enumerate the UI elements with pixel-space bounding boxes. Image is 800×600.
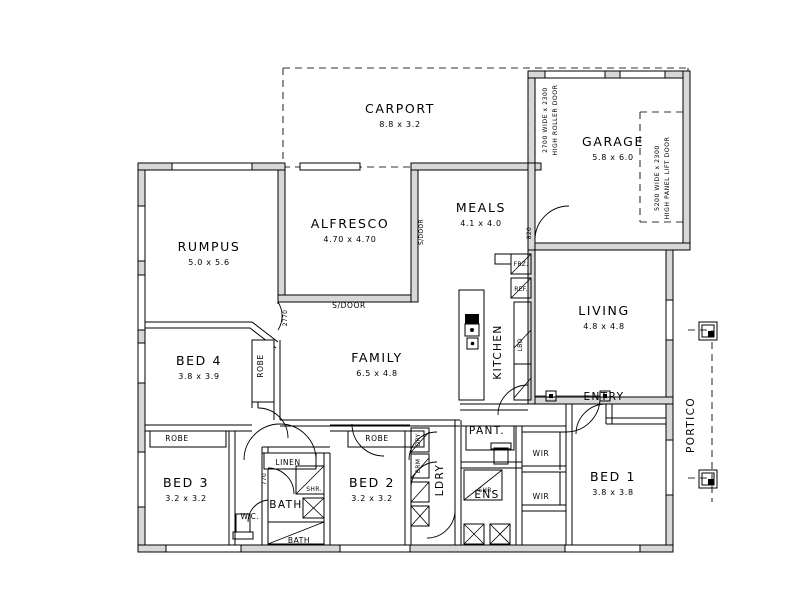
- portico-piers: [535, 321, 718, 489]
- room-label-carport: CARPORT: [365, 101, 435, 116]
- room-label-bed1: BED 1: [590, 469, 636, 484]
- room-dim-meals: 4.1 x 4.0: [460, 219, 502, 228]
- room-label-rumpus: RUMPUS: [178, 239, 241, 254]
- room-dim-rumpus: 5.0 x 5.6: [188, 258, 230, 267]
- room-label-meals: MEALS: [456, 200, 506, 215]
- room-label-garage: GARAGE: [582, 134, 644, 149]
- portico-outline: [688, 329, 713, 502]
- room-dim-bed4: 3.8 x 3.9: [178, 372, 220, 381]
- area-label-laundry: LDRY: [434, 464, 446, 497]
- room-dim-living: 4.8 x 4.8: [583, 322, 625, 331]
- annotation-panel-door-line2: HIGH PANEL LIFT DOOR: [664, 136, 671, 219]
- annotation-panel-door-line1: 5200 WIDE x 2300: [654, 145, 661, 211]
- label-robe-bed3: ROBE: [165, 434, 188, 443]
- annotation-sdoor-alfresco-bottom: S/DOOR: [332, 301, 366, 310]
- label-wc: W.C.: [241, 512, 260, 521]
- area-label-portico: PORTICO: [685, 397, 697, 453]
- room-dim-bed1: 3.8 x 3.8: [592, 488, 634, 497]
- label-broom: BRM: [415, 459, 422, 473]
- room-dim-family: 6.5 x 4.8: [356, 369, 398, 378]
- annotation-roller-door-line1: 2700 WIDE x 2300: [542, 87, 549, 153]
- room-dim-carport: 8.8 x 3.2: [379, 120, 421, 129]
- area-label-ens: ENS: [474, 489, 499, 501]
- room-label-bed4: BED 4: [176, 353, 222, 368]
- label-linen: LINEN: [275, 458, 300, 467]
- room-dim-garage: 5.8 x 6.0: [592, 153, 634, 162]
- interior-walls: [144, 249, 666, 545]
- area-label-pantry: PANT.: [469, 425, 505, 437]
- fixture-labels: ROBE ROBE ROBE LINEN W.C. SHR. BATH SHR.…: [165, 261, 550, 545]
- annotation-roller-door-line2: HIGH ROLLER DOOR: [552, 84, 559, 155]
- room-dim-alfresco: 4.70 x 4.70: [323, 235, 376, 244]
- windows: [137, 70, 674, 553]
- label-oven: LBO: [517, 339, 524, 352]
- room-label-family: FAMILY: [351, 350, 403, 365]
- area-label-bath: BATH: [269, 499, 302, 511]
- area-label-kitchen: KITCHEN: [492, 324, 504, 379]
- room-label-bed2: BED 2: [349, 475, 395, 490]
- label-dryer: DRY: [415, 433, 422, 446]
- room-dim-bed2: 3.2 x 3.2: [351, 494, 393, 503]
- label-wir-lower: WIR: [533, 492, 550, 501]
- label-fridge: REF.: [514, 286, 528, 293]
- door-swings: [243, 205, 607, 539]
- area-label-entry: ENTRY: [584, 391, 625, 403]
- plumbing-fixtures: [232, 427, 512, 545]
- room-label-bed3: BED 3: [163, 475, 209, 490]
- room-dim-bed3: 3.2 x 3.2: [165, 494, 207, 503]
- label-shower-ens: SHR.: [478, 487, 493, 494]
- kitchen-fittings: [458, 253, 532, 401]
- label-robe-bed2: ROBE: [365, 434, 388, 443]
- label-shower-bath: SHR.: [306, 486, 321, 493]
- room-labels: CARPORT 8.8 x 3.2 GARAGE 5.8 x 6.0 RUMPU…: [163, 101, 644, 503]
- label-bathtub: BATH: [288, 536, 310, 545]
- label-robe-bed4: ROBE: [256, 354, 265, 377]
- room-label-living: LIVING: [578, 303, 630, 318]
- annotation-sdoor-alfresco-right: S/DOOR: [418, 219, 425, 245]
- annotation-door-770: 770: [261, 473, 268, 485]
- label-wir-upper: WIR: [533, 449, 550, 458]
- annotation-door-2770: 2770: [282, 310, 289, 326]
- annotations: S/DOOR S/DOOR 2770 770 820 2700 WIDE x 2…: [261, 84, 671, 485]
- area-labels: KITCHEN ENTRY PORTICO BATH ENS PANT. LDR…: [269, 324, 697, 511]
- label-freezer: FRZ.: [514, 261, 529, 268]
- annotation-door-820: 820: [526, 227, 533, 239]
- room-label-alfresco: ALFRESCO: [311, 216, 390, 231]
